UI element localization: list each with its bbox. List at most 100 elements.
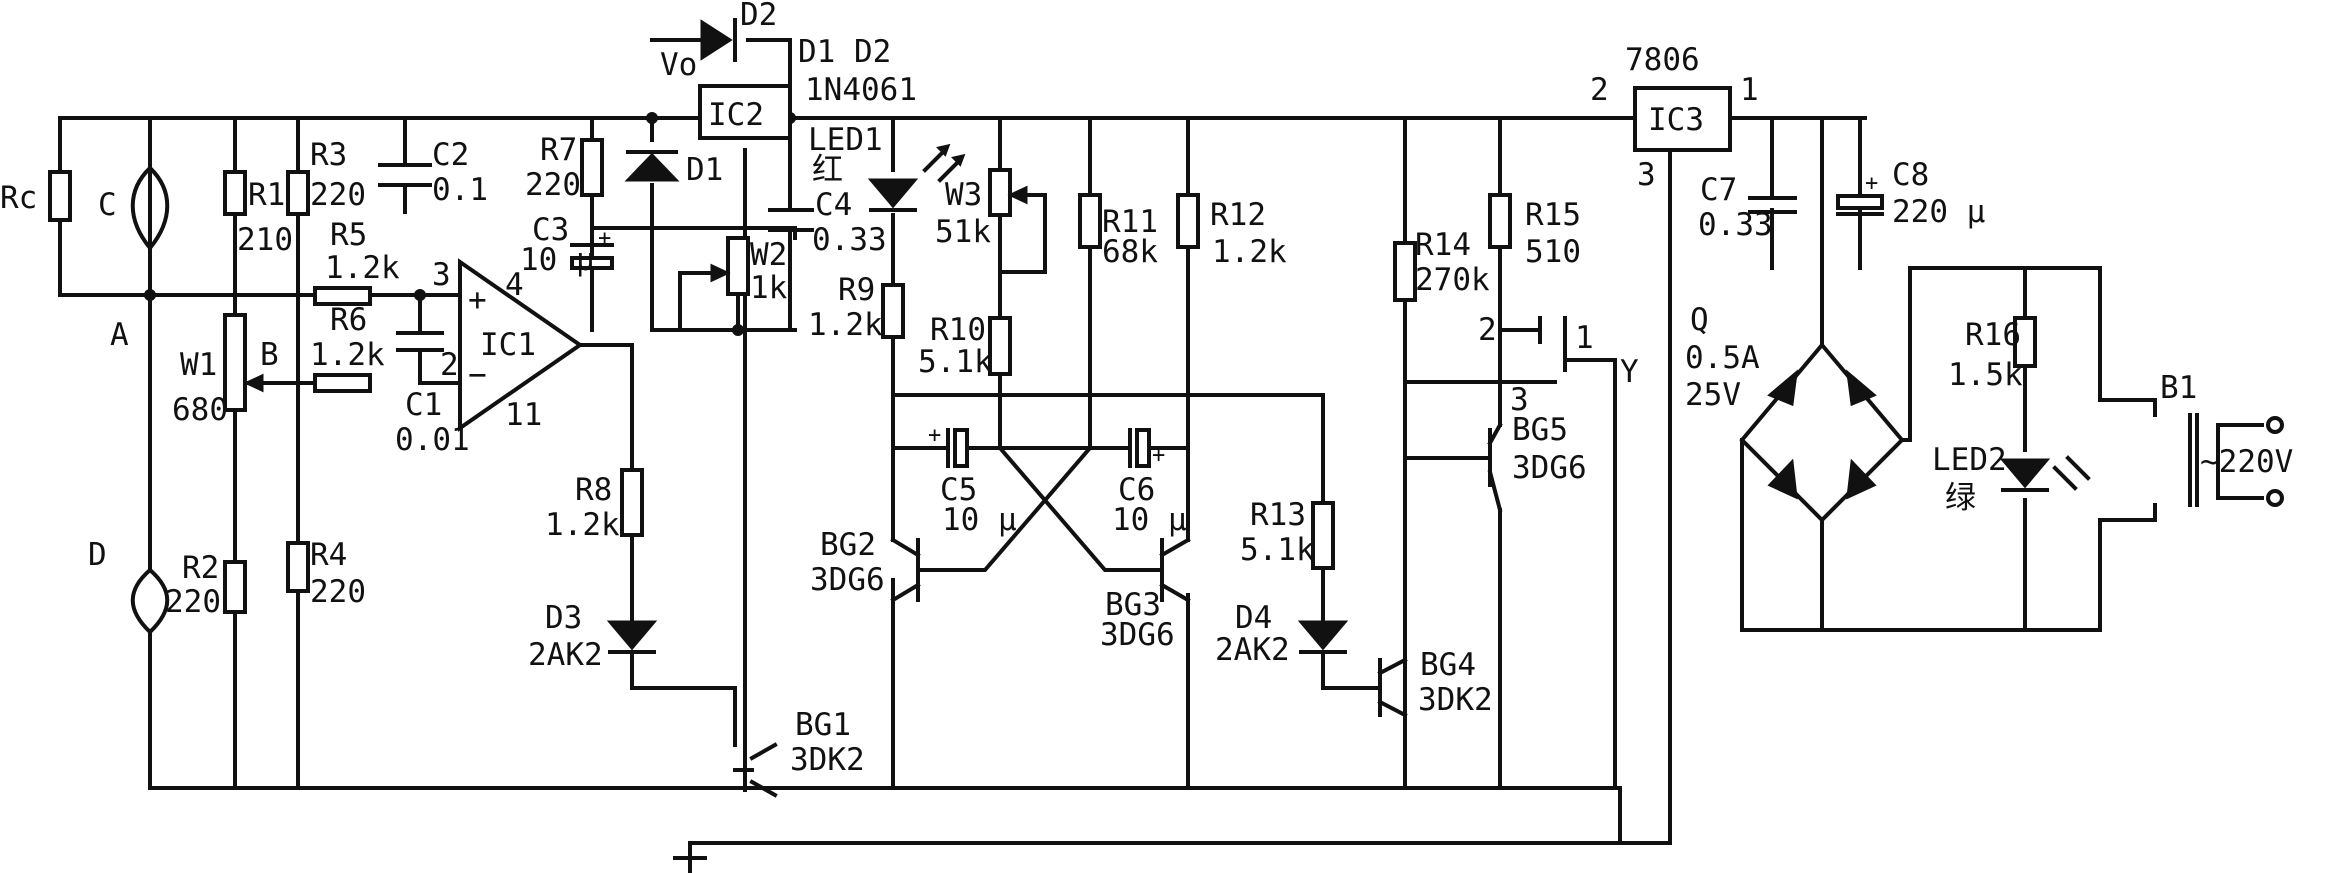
bg5-transistor [1487, 422, 1503, 513]
ic3-name: IC3 [1648, 102, 1704, 138]
c3-capacitor [570, 243, 614, 280]
c4-value: 0.33 [812, 222, 887, 258]
c6-value: 10 μ [1112, 502, 1187, 538]
bg2-value: 3DG6 [810, 562, 885, 598]
c8-value: 220 μ [1892, 194, 1985, 230]
c-label: C [98, 187, 117, 223]
r8-value: 1.2k [545, 507, 620, 543]
bg3-transistor [1159, 537, 1191, 603]
r2-name: R2 [182, 550, 219, 586]
c2-capacitor [378, 163, 432, 187]
c1-value: 0.01 [395, 422, 470, 458]
d1-name: D1 [686, 152, 723, 188]
node-a-label: A [110, 317, 129, 353]
ic2-name: IC2 [708, 97, 764, 133]
d3-diode [606, 620, 658, 654]
c3-name: C3 [532, 212, 569, 248]
bg1-transistor [733, 742, 778, 798]
r15-name: R15 [1525, 197, 1581, 233]
bridge-current: 0.5A [1685, 340, 1760, 376]
c1-name: C1 [405, 387, 442, 423]
c4-capacitor [768, 208, 814, 232]
node-b-label: B [260, 337, 279, 373]
d1d2-model: 1N4061 [805, 72, 917, 108]
w2-potentiometer [726, 236, 750, 296]
transformer-input: ~220V [2200, 444, 2293, 480]
c7-capacitor [1748, 196, 1797, 214]
wiring [58, 38, 2264, 873]
ic1-minus: − [468, 357, 487, 393]
w3-value: 51k [935, 214, 991, 250]
c2-name: C2 [432, 137, 469, 173]
r13-value: 5.1k [1240, 532, 1315, 568]
r6-name: R6 [330, 302, 367, 338]
r7-resistor [580, 138, 604, 197]
r14-value: 270k [1415, 262, 1490, 298]
d4-name: D4 [1235, 600, 1272, 636]
d1d2-label: D1 D2 [798, 34, 891, 70]
r3-value: 220 [310, 177, 366, 213]
r9-name: R9 [838, 272, 875, 308]
ic1-pin2: 2 [440, 347, 459, 383]
led2-name: LED2 [1932, 442, 2007, 478]
c2-value: 0.1 [432, 172, 488, 208]
relay-pin3: 3 [1510, 382, 1529, 418]
w2-value: 1k [750, 270, 788, 306]
r5-name: R5 [330, 217, 367, 253]
r13-resistor [1311, 501, 1335, 570]
r7-name: R7 [540, 132, 577, 168]
led1-diode [867, 143, 966, 212]
w3-arrow [1007, 185, 1028, 205]
relay-pin1: 1 [1575, 320, 1594, 356]
r5-resistor [313, 286, 372, 306]
rc-resistor [48, 170, 72, 222]
r5-value: 1.2k [325, 250, 400, 286]
r1-name: R1 [248, 177, 285, 213]
r8-resistor [620, 468, 644, 537]
relay-name: Y [1620, 354, 1639, 390]
r4-resistor [286, 541, 310, 593]
r16-value: 1.5k [1948, 357, 2023, 393]
bridge-rectifier [1767, 369, 1877, 500]
r10-resistor [988, 316, 1012, 376]
d-sensor [130, 567, 170, 635]
c3-value: 10 μ [520, 242, 595, 278]
ic1-plus: + [468, 282, 487, 318]
c8-capacitor [1836, 194, 1884, 216]
r11-resistor [1078, 193, 1102, 249]
terminal-top [2266, 416, 2284, 434]
transformer-name: B1 [2160, 370, 2197, 406]
c5-capacitor [946, 428, 969, 468]
w3-name: W3 [945, 177, 982, 213]
r16-name: R16 [1965, 317, 2021, 353]
r14-resistor [1393, 241, 1417, 302]
bg1-name: BG1 [795, 707, 851, 743]
r13-name: R13 [1250, 497, 1306, 533]
bridge-voltage: 25V [1685, 377, 1741, 413]
c7-name: C7 [1700, 172, 1737, 208]
r2-resistor [223, 560, 247, 614]
c6-capacitor [1128, 428, 1151, 468]
relay-y [1538, 316, 1567, 372]
c5-value: 10 μ [942, 502, 1017, 538]
bg5-name: BG5 [1512, 412, 1568, 448]
c5-plus: + [928, 423, 941, 448]
r9-value: 1.2k [808, 307, 883, 343]
bg1-value: 3DK2 [790, 742, 865, 778]
r6-value: 1.2k [310, 337, 385, 373]
ic1-name: IC1 [480, 327, 536, 363]
d2-diode [700, 18, 737, 62]
w2-name: W2 [750, 237, 787, 273]
ic3-pin1: 1 [1740, 72, 1759, 108]
ic1-opamp [458, 258, 584, 432]
ic3-regulator [1633, 86, 1732, 152]
ic3-pin3: 3 [1637, 157, 1656, 193]
r10-value: 5.1k [918, 344, 993, 380]
d2-name: D2 [740, 0, 777, 33]
c6-plus: + [1152, 443, 1165, 468]
r12-resistor [1176, 193, 1200, 249]
ic1-pin11: 11 [505, 397, 542, 433]
r1-resistor [223, 170, 247, 216]
bg2-transistor [890, 537, 937, 603]
r15-resistor [1488, 193, 1512, 249]
